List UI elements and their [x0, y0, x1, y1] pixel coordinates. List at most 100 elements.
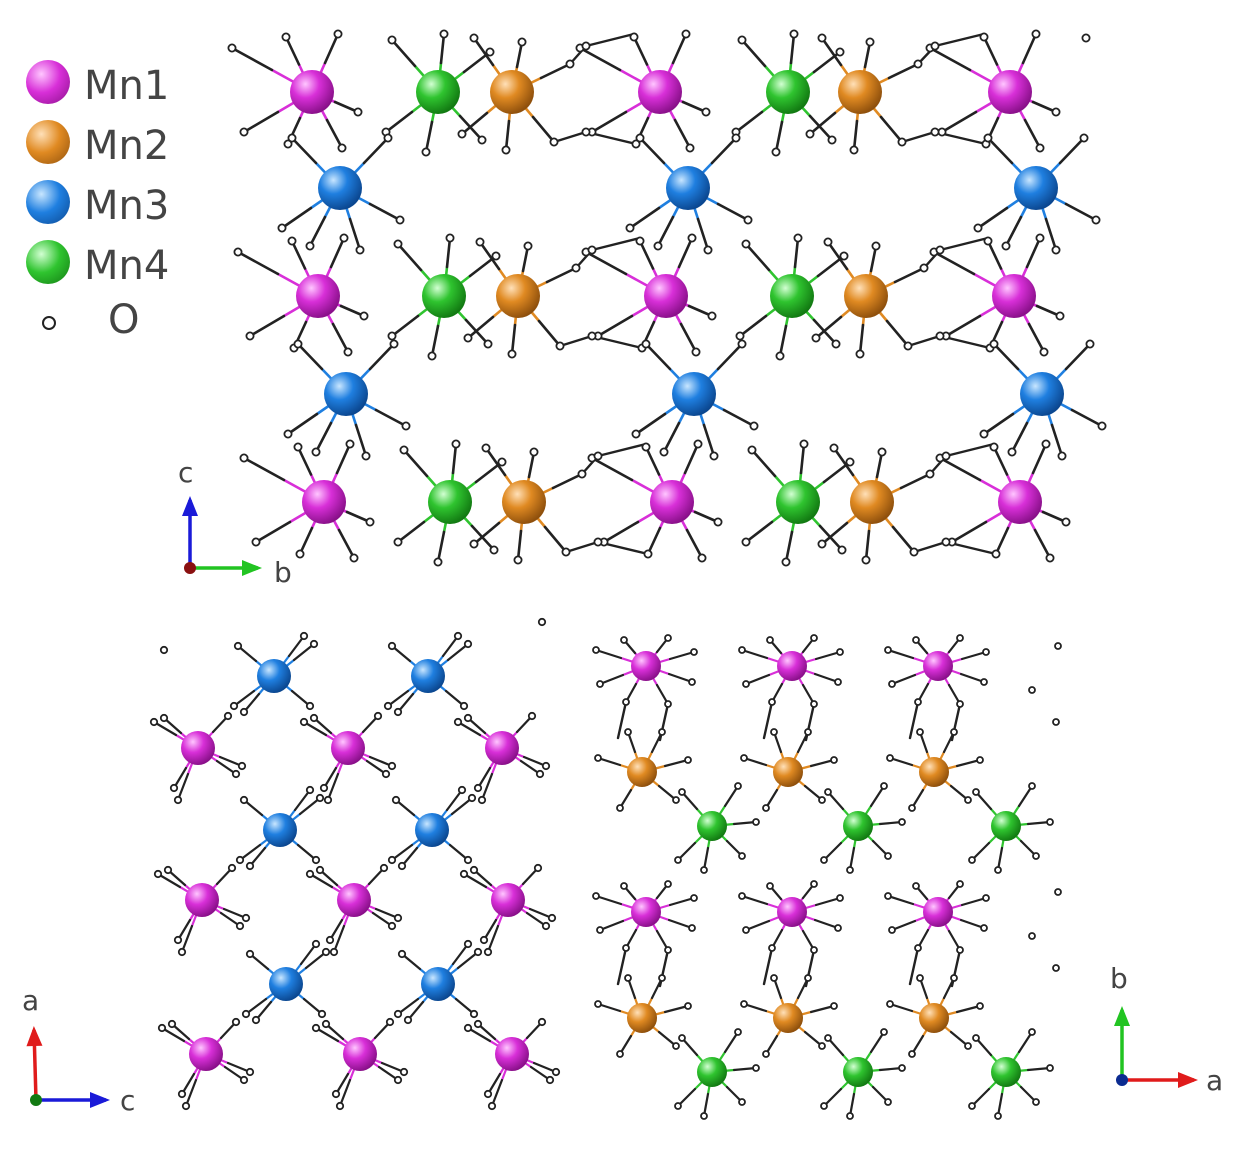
- oxygen-atom-icon: [507, 349, 517, 359]
- oxygen-atom-icon: [1051, 245, 1061, 255]
- legend-item-mn2: Mn2: [22, 120, 222, 180]
- oxygen-atom-icon: [789, 29, 799, 39]
- oxygen-atom-icon: [1046, 818, 1054, 826]
- bond: [308, 872, 334, 889]
- oxygen-atom-icon: [283, 139, 293, 149]
- bond: [598, 919, 625, 932]
- oxygen-atom-icon: [741, 537, 751, 547]
- oxygen-atom-icon: [163, 865, 173, 875]
- oxygen-atom-icon: [979, 32, 989, 42]
- oxygen-atom-icon: [581, 41, 591, 51]
- bond: [490, 1078, 504, 1108]
- bond: [1058, 136, 1086, 165]
- mn1-atom-icon: [331, 731, 365, 765]
- oxygen-atom-icon: [913, 59, 923, 69]
- bond: [986, 239, 1003, 270]
- bond: [368, 342, 396, 371]
- oxygen-atom-icon: [846, 1112, 854, 1120]
- bond: [668, 896, 696, 907]
- axis-label-bl-a: a: [22, 984, 40, 1017]
- oxygen-atom-icon: [752, 1064, 760, 1072]
- oxygen-atom-icon: [479, 935, 489, 945]
- bond: [299, 942, 318, 966]
- oxygen-atom-icon: [731, 133, 741, 143]
- bond: [908, 700, 920, 740]
- bond: [236, 250, 280, 276]
- oxygen-atom-icon: [227, 43, 237, 53]
- oxygen-atom-icon: [239, 795, 249, 805]
- bond: [644, 342, 672, 371]
- axis-c-arrow-icon: [182, 496, 198, 568]
- bond: [1064, 342, 1092, 371]
- legend-item-oxygen: O: [22, 300, 222, 360]
- bond: [402, 448, 429, 478]
- axis-c-arrow-icon: [36, 1092, 110, 1108]
- oxygen-atom-icon: [231, 1017, 241, 1027]
- bond: [325, 118, 344, 150]
- oxygen-atom-icon: [283, 429, 293, 439]
- mn1-atom-icon: [337, 883, 371, 917]
- oxygen-atom-icon: [811, 333, 821, 343]
- bond: [460, 111, 489, 136]
- axis-b-arrow-icon: [1114, 1006, 1130, 1080]
- oxygen-atom-icon: [475, 237, 485, 247]
- oxygen-atom-icon: [361, 451, 371, 461]
- oxygen-atom-icon: [688, 678, 696, 686]
- bond: [893, 266, 926, 284]
- oxygen-atom-icon: [827, 135, 837, 145]
- bond: [899, 472, 932, 490]
- oxygen-atom-icon: [989, 442, 999, 452]
- oxygen-atom-icon: [738, 892, 746, 900]
- bond: [329, 236, 346, 269]
- oxygen-atom-icon: [395, 215, 405, 225]
- oxygen-atom-icon: [768, 698, 776, 706]
- oxygen-atom-icon: [1052, 964, 1060, 972]
- oxygen-atom-icon: [1031, 29, 1041, 39]
- oxygen-atom-icon: [681, 29, 691, 39]
- bond: [1031, 442, 1048, 475]
- bond: [537, 319, 562, 348]
- oxygen-atom-icon: [941, 537, 951, 547]
- oxygen-atom-icon: [898, 1064, 906, 1072]
- oxygen-atom-icon: [653, 241, 663, 251]
- bond: [456, 720, 482, 737]
- oxygen-atom-icon: [817, 33, 827, 43]
- mn3-atom-icon: [1020, 372, 1064, 416]
- axis-label-top-b: b: [274, 556, 292, 589]
- bond: [1025, 236, 1042, 269]
- oxygen-atom-icon: [245, 1067, 255, 1077]
- oxygen-atom-icon: [393, 1075, 403, 1085]
- axis-b-arrow-icon: [190, 560, 262, 576]
- oxygen-atom-icon: [810, 880, 818, 888]
- oxygen-atom-icon: [353, 107, 363, 117]
- bond: [673, 118, 692, 150]
- bond: [1010, 421, 1029, 454]
- oxygen-atom-icon: [1028, 686, 1036, 694]
- oxygen-atom-icon: [596, 926, 604, 934]
- mn4-atom-icon: [428, 480, 472, 524]
- bond: [716, 342, 744, 371]
- oxygen-atom-icon: [545, 1075, 555, 1085]
- bond: [539, 62, 572, 80]
- oxygen-atom-icon: [983, 133, 993, 143]
- oxygen-atom-icon: [457, 129, 467, 139]
- oxygen-atom-icon: [914, 698, 922, 706]
- bond: [451, 442, 458, 475]
- oxygen-atom-icon: [818, 796, 826, 804]
- oxygen-atom-icon: [235, 855, 245, 865]
- oxygen-atom-icon: [319, 783, 329, 793]
- oxygen-atom-icon: [829, 443, 839, 453]
- oxygen-atom-icon: [577, 469, 587, 479]
- bond: [638, 239, 655, 270]
- axis-b-origin-icon: [30, 1094, 42, 1106]
- mn3-atom-icon: [666, 166, 710, 210]
- bond: [696, 217, 710, 252]
- bond: [740, 648, 769, 660]
- oxygen-atom-icon: [241, 1009, 251, 1019]
- oxygen-atom-icon: [379, 863, 389, 873]
- mn1-atom-icon: [777, 897, 807, 927]
- bond: [424, 120, 434, 154]
- mn1-atom-icon: [290, 70, 334, 114]
- oxygen-atom-icon: [886, 754, 894, 762]
- oxygen-atom-icon: [664, 700, 672, 708]
